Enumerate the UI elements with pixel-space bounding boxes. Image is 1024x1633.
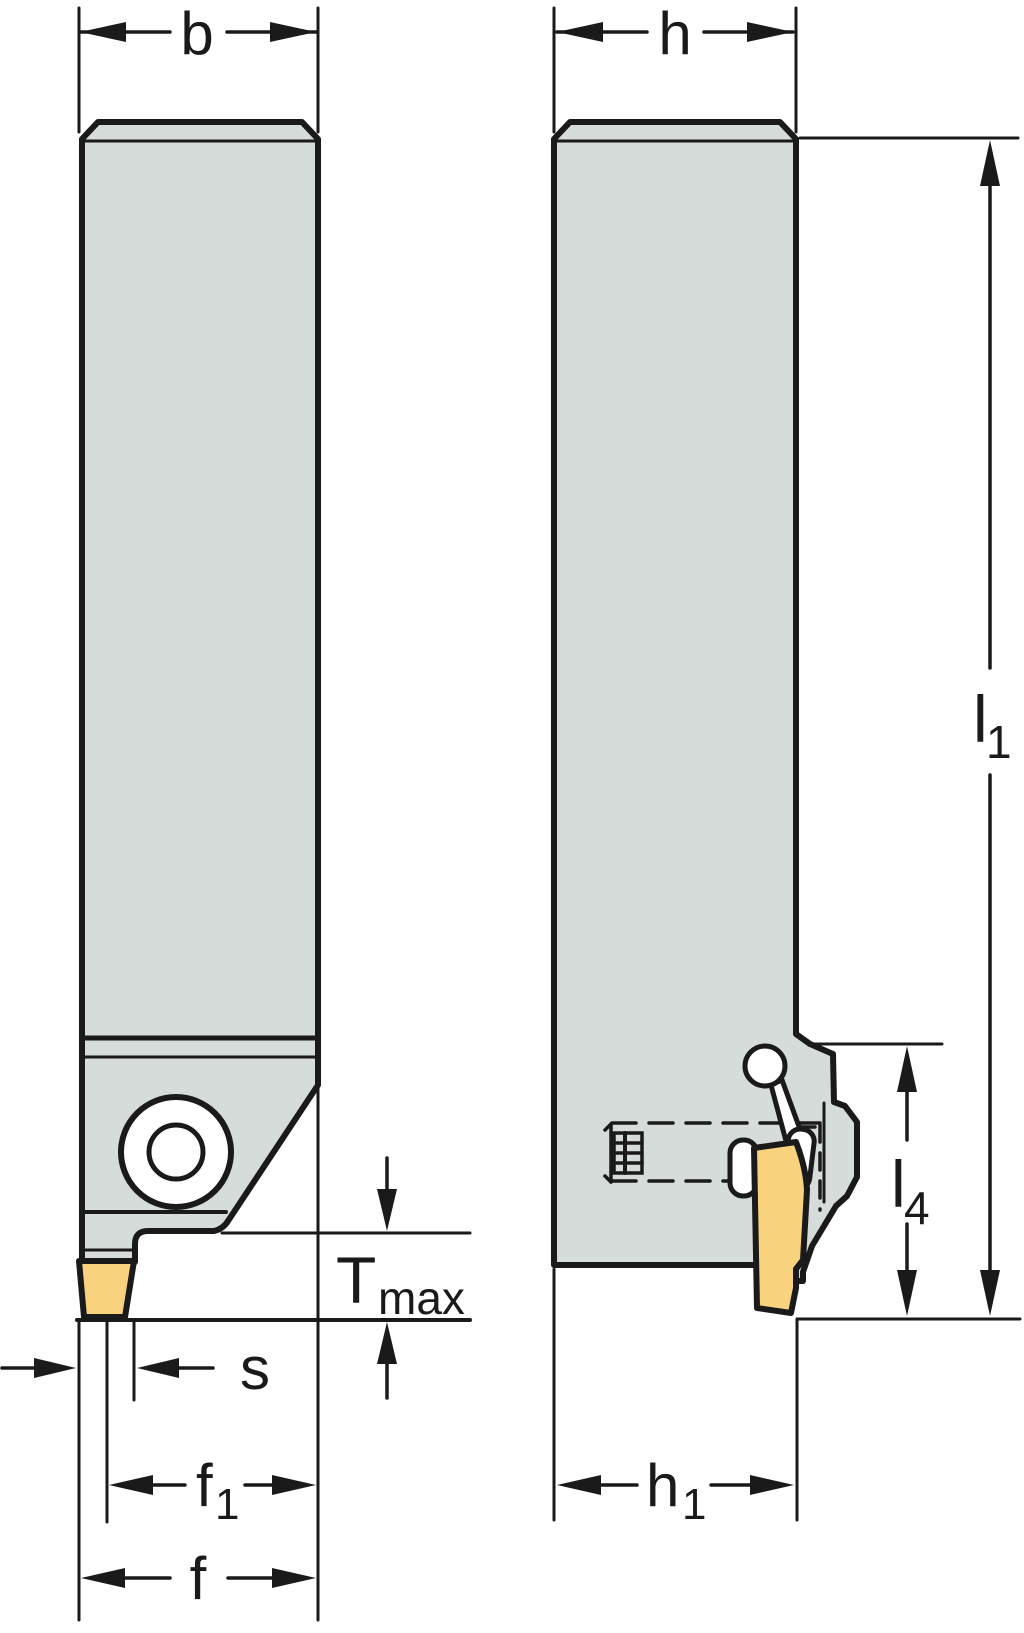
dimension-s: s <box>0 1320 270 1402</box>
label-b: b <box>180 0 213 67</box>
shank-front-body <box>79 119 321 1265</box>
clamp-screw-hole-outer <box>118 1094 234 1210</box>
dimension-h1: h 1 <box>552 1267 799 1529</box>
dimension-h: h <box>552 0 798 134</box>
label-h1-sub: 1 <box>682 1480 706 1529</box>
label-h1: h <box>646 1452 679 1519</box>
label-l1: l <box>973 682 988 756</box>
label-tmax: T <box>336 1243 376 1317</box>
label-f: f <box>190 1545 207 1612</box>
dimension-b: b <box>77 0 320 134</box>
dimension-tmax: T max <box>75 1156 472 1400</box>
set-screw-icon <box>603 1122 644 1184</box>
dimension-f1: f 1 <box>105 1320 316 1529</box>
label-s: s <box>240 1335 270 1402</box>
label-tmax-sub: max <box>378 1272 465 1324</box>
label-f1: f <box>196 1452 213 1519</box>
label-l1-sub: 1 <box>986 716 1012 768</box>
shank-side-body <box>551 119 860 1284</box>
label-h: h <box>658 0 691 67</box>
clamp-lever-knob <box>742 1043 788 1089</box>
label-f1-sub: 1 <box>215 1480 239 1529</box>
side-view <box>551 119 860 1316</box>
front-view <box>76 119 321 1320</box>
label-l4: l <box>891 1147 906 1221</box>
insert-side <box>751 1139 810 1316</box>
dimension-l1: l 1 <box>798 136 1020 1316</box>
insert-front <box>76 1258 137 1320</box>
dimension-l4: l 4 <box>810 1042 944 1316</box>
clamp-screw-hole-inner <box>146 1122 206 1182</box>
dimension-f: f <box>77 1087 320 1622</box>
